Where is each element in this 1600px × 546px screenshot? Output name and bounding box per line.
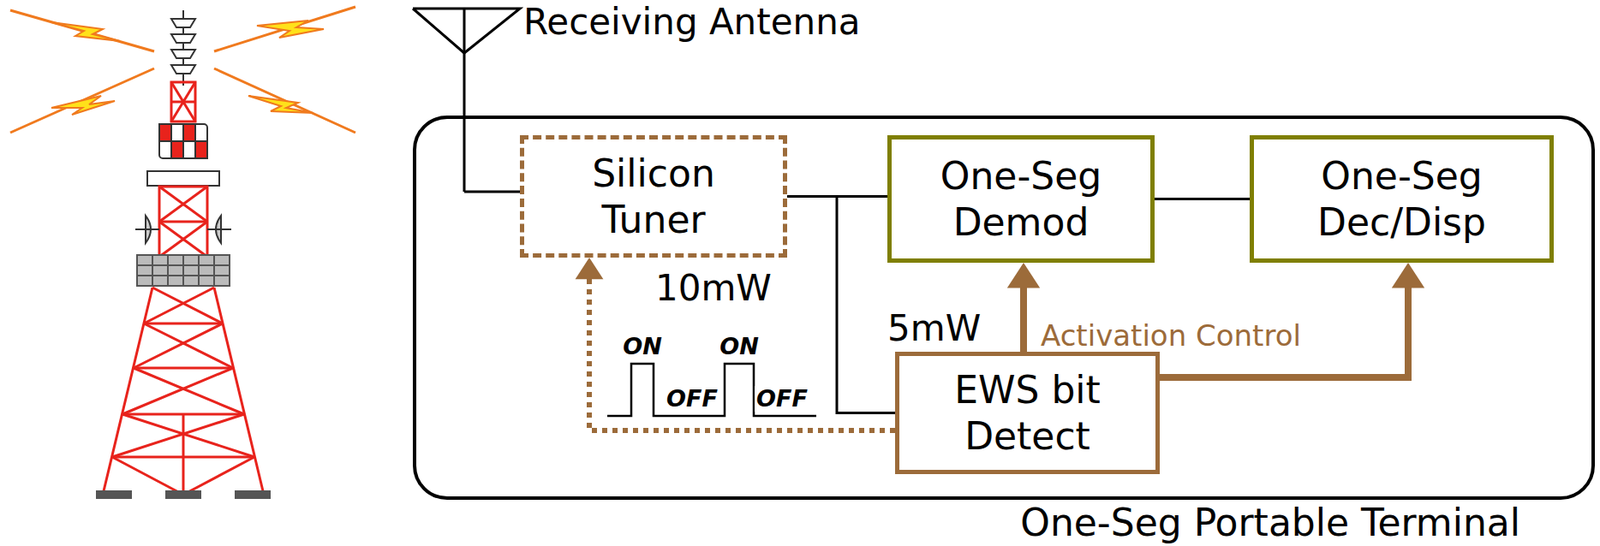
box-label: One-Seg Dec/Disp	[1286, 153, 1518, 245]
box-label: One-Seg Demod	[905, 153, 1137, 245]
terminal-title: One-Seg Portable Terminal	[1020, 501, 1521, 545]
terminal-housing: One-Seg Portable TerminalSilicon TunerOn…	[412, 115, 1595, 501]
connector-line	[787, 197, 896, 414]
control-arrow	[1007, 262, 1040, 353]
state-label: ON	[620, 334, 664, 360]
power-control-arrow	[575, 257, 896, 431]
connector-line	[1020, 286, 1027, 353]
box-label: EWS bit Detect	[912, 367, 1144, 460]
power-label: 5mW	[887, 309, 981, 349]
antenna-label: Receiving Antenna	[523, 2, 861, 42]
detector-box: EWS bit Detect	[895, 352, 1160, 475]
pulse-waveform	[607, 364, 817, 417]
tuner-box: Silicon Tuner	[519, 135, 788, 258]
box-label: Silicon Tuner	[537, 150, 770, 243]
broadcast-tower	[10, 6, 356, 500]
signal-line	[787, 197, 896, 414]
connector-line	[1154, 197, 1250, 201]
signal-line	[1154, 198, 1250, 200]
demod-box: One-Seg Demod	[887, 135, 1155, 263]
decoder-box: One-Seg Dec/Disp	[1249, 135, 1554, 263]
state-label: OFF	[754, 386, 810, 412]
arrow-head	[1007, 262, 1040, 289]
arrow-head	[575, 257, 604, 280]
arrow-head	[1391, 262, 1425, 289]
power-label: 10mW	[655, 268, 772, 309]
antenna-symbol	[412, 8, 520, 192]
state-label: ON	[717, 334, 761, 360]
state-label: OFF	[664, 386, 720, 412]
control-label: Activation Control	[1040, 320, 1302, 353]
